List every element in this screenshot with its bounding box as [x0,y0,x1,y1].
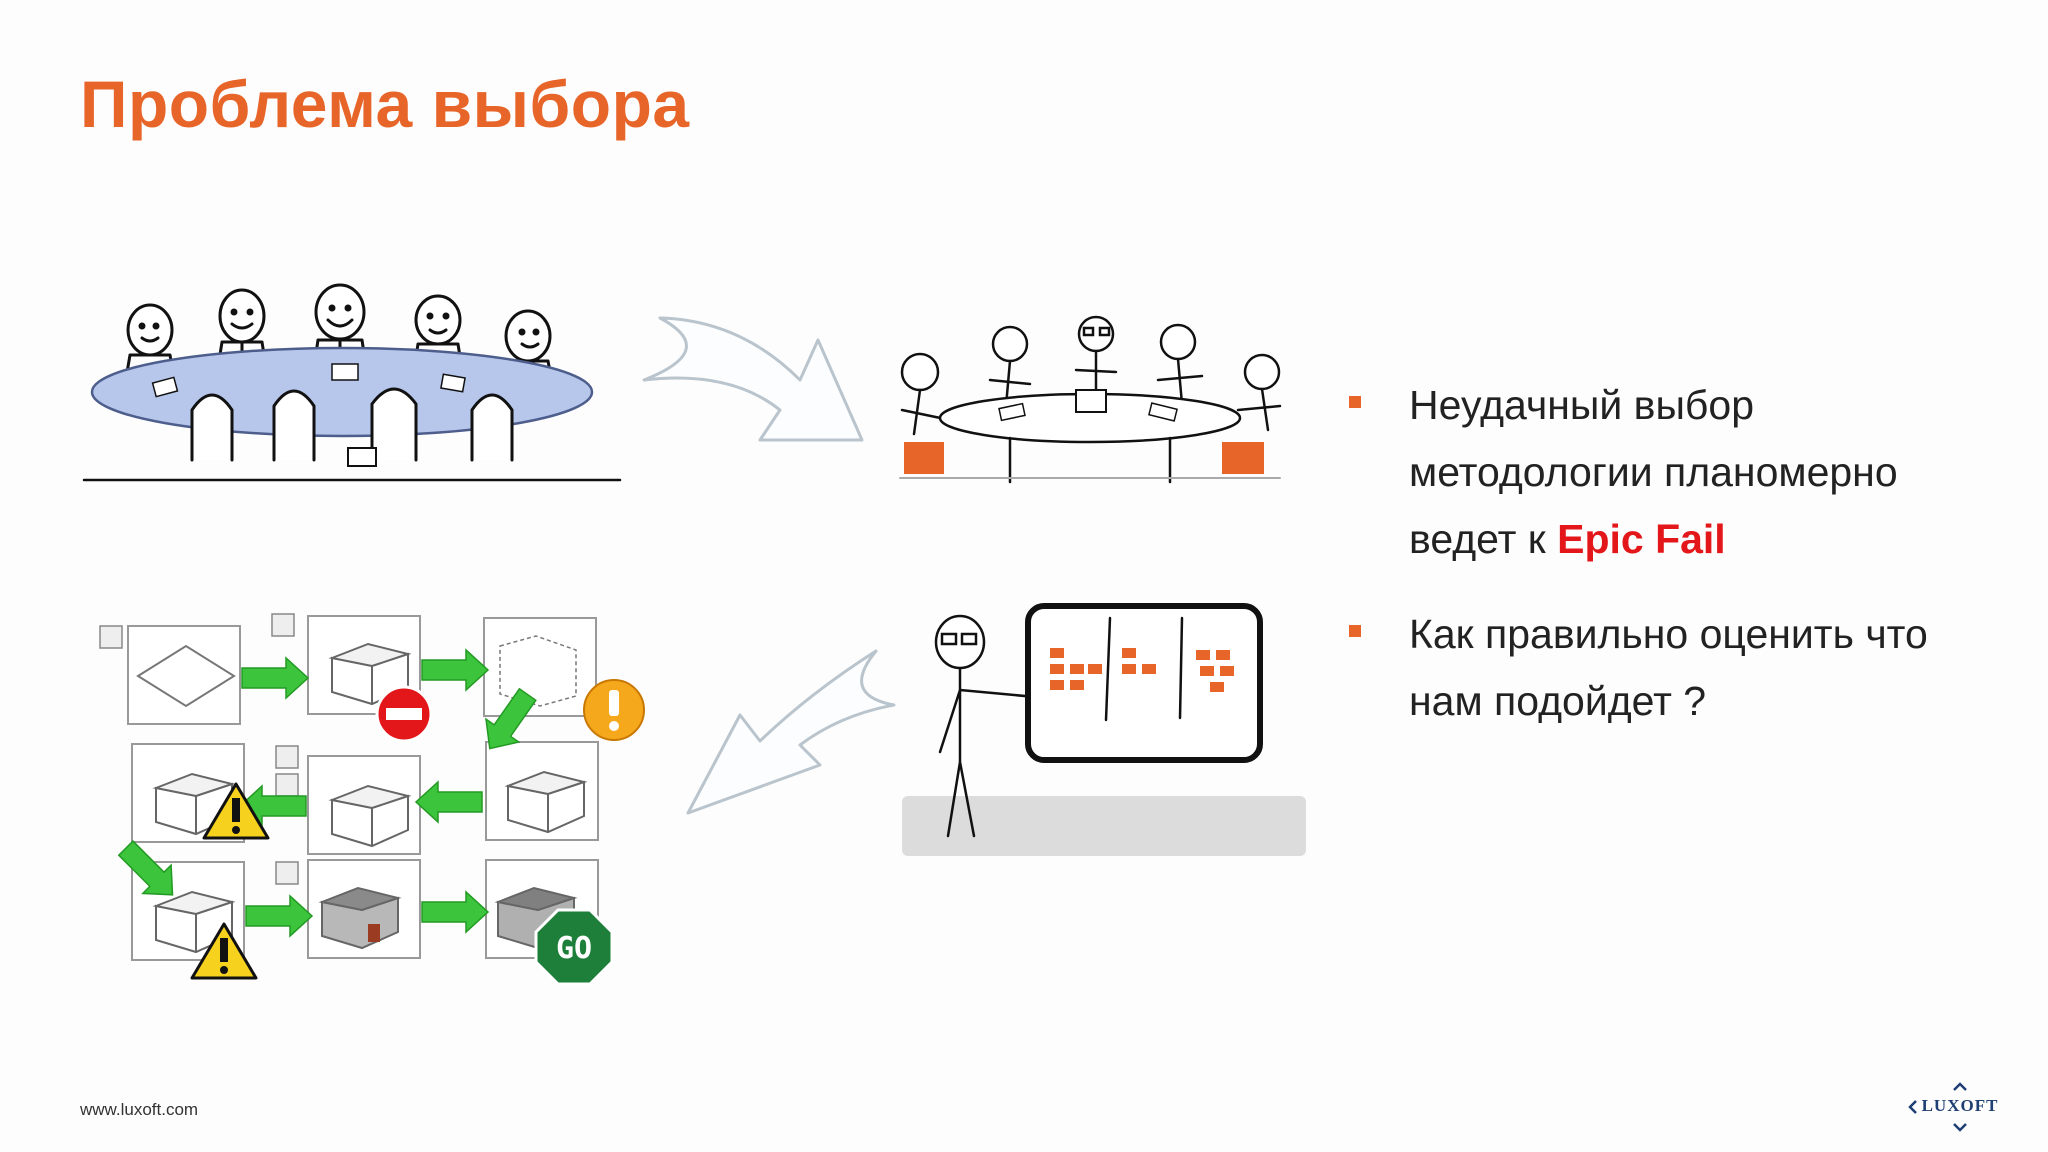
warning-icon [190,922,258,980]
slide-title: Проблема выбора [80,67,690,141]
epic-fail-emphasis: Epic Fail [1557,516,1726,562]
bullet-list: Неудачный выбор методологии планомерно в… [1345,372,1985,763]
stop-icon [375,685,433,743]
bullet-item: Как правильно оценить что нам подойдет ? [1345,601,1985,735]
bullet-text: Как правильно оценить что нам подойдет ? [1409,611,1928,724]
process-flow-diagram: GO [99,613,645,986]
bullet-marker [1349,396,1361,408]
go-sign-icon: GO [534,908,614,986]
svg-text:GO: GO [556,931,592,966]
bullet-item: Неудачный выбор методологии планомерно в… [1345,372,1985,573]
bullet-text: Неудачный выбор методологии планомерно в… [1409,382,1898,562]
warning-icon [583,679,645,741]
logo-text: LUXOFT [1921,1096,1999,1115]
bullet-marker [1349,625,1361,637]
curved-arrow-icon [686,649,896,815]
luxoft-logo: LUXOFT [1908,1082,2012,1132]
small-team-illustration [899,315,1282,484]
warning-icon [202,782,270,840]
footer-url: www.luxoft.com [80,1100,199,1119]
meeting-table-illustration [82,283,622,482]
curved-arrow-icon [642,316,864,442]
presenter-board-illustration [902,603,1306,856]
